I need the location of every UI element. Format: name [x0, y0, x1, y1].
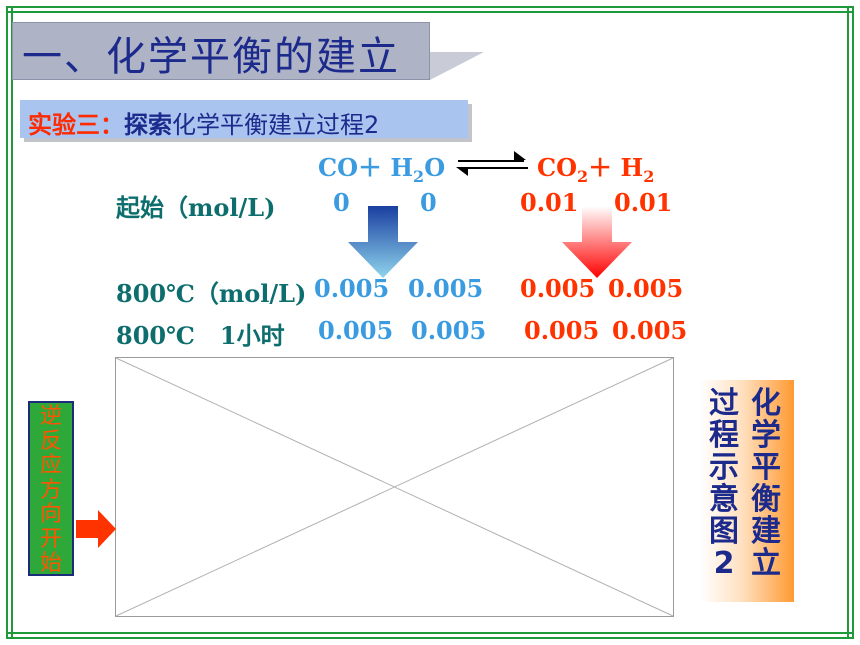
row-800-label: 800℃（mol/L) [116, 279, 307, 308]
row-1h-co: 0.005 [318, 316, 394, 345]
left-border-line-2 [11, 6, 13, 639]
right-border-line-1 [847, 6, 849, 639]
row-start-h2o: 0 [420, 188, 437, 217]
placeholder-cross [115, 357, 674, 617]
equation-products: CO2＋ H2 [537, 153, 655, 186]
right-border-line-2 [852, 6, 854, 639]
reverse-arrow-line [462, 167, 528, 169]
row-start-co: 0 [333, 188, 350, 217]
down-arrow-red-icon [562, 206, 632, 278]
row-1h-h2o: 0.005 [411, 316, 487, 345]
row-1h-h2: 0.005 [612, 316, 688, 345]
subtitle-part3: 化学平衡建立过程2 [172, 111, 380, 139]
top-border-line-1 [6, 6, 854, 8]
row-1h-co2: 0.005 [524, 316, 600, 345]
row-800-co: 0.005 [314, 274, 390, 303]
down-arrow-blue-icon [348, 206, 418, 278]
left-border-line-1 [6, 6, 8, 639]
subtitle-banner [20, 100, 468, 138]
row-1h-label: 800℃ 1小时 [116, 321, 285, 350]
forward-arrow-line [458, 160, 524, 162]
caption-column-2: 过程示意图2 [709, 386, 739, 581]
subtitle-part1: 实验三： [28, 111, 124, 139]
row-800-h2: 0.005 [608, 274, 684, 303]
row-800-co2: 0.005 [520, 274, 596, 303]
caption-background [700, 380, 794, 602]
caption-column-1: 化学平衡建立 [751, 386, 781, 581]
subtitle-part2: 探索 [124, 111, 172, 139]
reverse-direction-box [28, 401, 74, 576]
title-banner-shadow [430, 52, 484, 80]
row-start-co2: 0.01 [520, 188, 579, 217]
bottom-border-line-1 [6, 632, 854, 634]
subtitle: 实验三：探索化学平衡建立过程2 [28, 105, 379, 140]
title-banner [12, 22, 430, 80]
row-start-label: 起始（mol/L) [116, 193, 276, 222]
bottom-border-line-2 [6, 637, 854, 639]
page-title: 一、化学平衡的建立 [22, 34, 400, 80]
row-start-h2: 0.01 [614, 188, 673, 217]
reverse-direction-label: 逆反应方向开始 [39, 404, 62, 576]
equation-reactants: CO＋ H2O [318, 153, 446, 186]
forward-arrow-head [514, 151, 526, 160]
top-border-line-2 [6, 11, 854, 13]
reverse-arrow-head [456, 167, 468, 176]
right-arrow-icon [76, 510, 116, 548]
row-800-h2o: 0.005 [408, 274, 484, 303]
